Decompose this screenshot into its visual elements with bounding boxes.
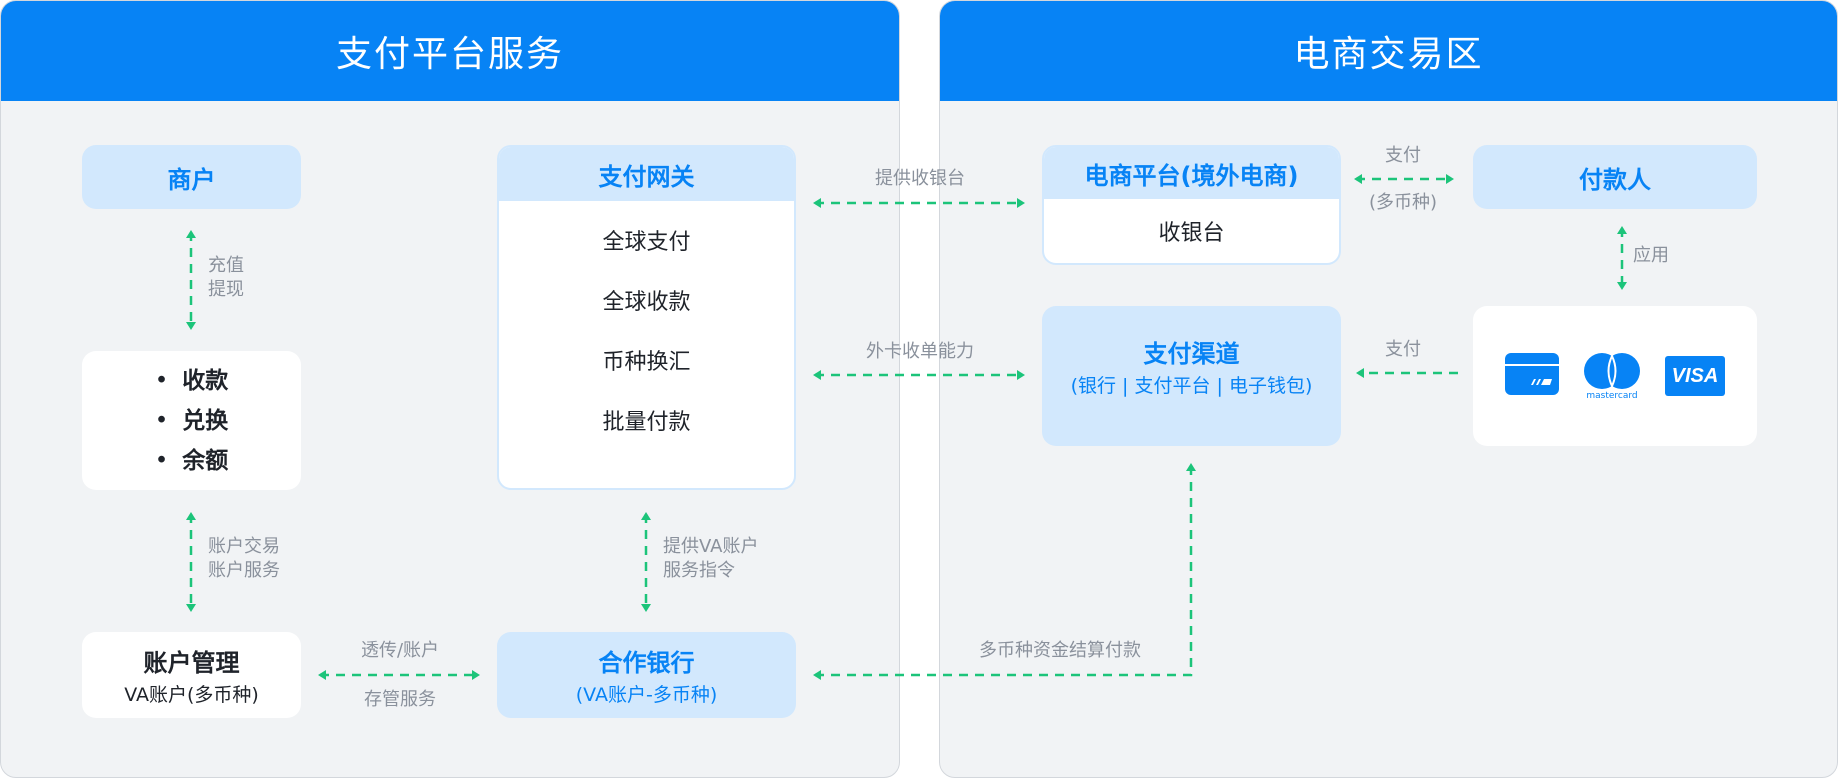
function-item: 余额 [155,441,228,481]
connector-label-bank-channel: 多币种资金结算付款 [979,640,1141,661]
label-line: 提现 [208,279,244,300]
function-item: 兑换 [155,401,228,441]
merchant-functions-list: 收款 兑换 余额 [155,361,228,481]
visa-text: VISA [1671,364,1719,387]
connector-label-functions-account: 账户交易 账户服务 [208,535,280,583]
gateway-item: 币种换汇 [602,350,691,375]
connector-label-methods-channel: 支付 [1385,339,1421,360]
connector-label-gateway-bank: 提供VA账户 服务指令 [663,535,758,583]
ecommerce-zone-header: 电商交易区 [940,1,1837,101]
partner-bank-title: 合作银行 [598,649,695,677]
connector-label-gateway-ecommerce: 提供收银台 [875,168,965,189]
account-management-subtitle: VA账户(多币种) [124,684,259,706]
payment-channel-node[interactable]: 支付渠道 (银行 | 支付平台 | 电子钱包) [1042,306,1341,446]
gateway-item: 全球收款 [602,290,691,315]
payment-methods-node[interactable]: mastercard VISA [1473,306,1757,446]
ecommerce-platform-title: 电商平台(境外电商) [1044,147,1339,199]
payer-node[interactable]: 付款人 [1473,145,1757,209]
bank-card-icon [1505,353,1559,399]
label-line: 账户交易 [208,536,280,557]
gateway-item: 全球支付 [602,230,691,255]
visa-logo: VISA [1665,356,1725,396]
payment-channel-title: 支付渠道 [1143,340,1240,368]
label-line: 账户服务 [208,560,280,581]
connector-label-payer-methods: 应用 [1633,245,1669,266]
gateway-item: 批量付款 [602,410,691,435]
checkout-label: 收银台 [1158,221,1225,246]
label-line: 充值 [208,255,244,276]
connector-label-ecommerce-payer-top: 支付 [1385,145,1421,166]
connector-label-gateway-channel: 外卡收单能力 [866,341,974,362]
partner-bank-node[interactable]: 合作银行 (VA账户-多币种) [497,632,796,718]
connector-label-merchant-functions: 充值 提现 [208,254,244,302]
mastercard-logo: mastercard [1583,352,1641,401]
payment-gateway-items: 全球支付 全球收款 币种换汇 批量付款 [499,201,794,453]
label-line: 提供VA账户 [663,536,759,557]
merchant-title: 商户 [167,165,216,194]
connector-label-account-bank-bottom: 存管服务 [364,689,436,710]
label-line: 服务指令 [663,560,735,581]
account-management-node[interactable]: 账户管理 VA账户(多币种) [82,632,301,718]
merchant-functions-node[interactable]: 收款 兑换 余额 [82,351,301,490]
connector-label-ecommerce-payer-bottom: (多币种) [1368,192,1438,213]
payment-gateway-title: 支付网关 [499,147,794,201]
merchant-node[interactable]: 商户 [82,145,301,209]
ecommerce-platform-node[interactable]: 电商平台(境外电商) 收银台 [1042,145,1341,265]
payment-method-icons: mastercard VISA [1473,352,1757,401]
connector-label-account-bank-top: 透传/账户 [360,640,440,661]
payment-gateway-node[interactable]: 支付网关 全球支付 全球收款 币种换汇 批量付款 [497,145,796,490]
payment-channel-subtitle: (银行 | 支付平台 | 电子钱包) [1070,375,1313,397]
payment-platform-header: 支付平台服务 [1,1,899,101]
ecommerce-platform-body: 收银台 [1044,199,1339,263]
payer-title: 付款人 [1579,165,1651,194]
account-management-title: 账户管理 [143,649,240,677]
function-item: 收款 [155,361,228,401]
partner-bank-subtitle: (VA账户-多币种) [575,684,718,706]
mastercard-text: mastercard [1586,390,1638,401]
